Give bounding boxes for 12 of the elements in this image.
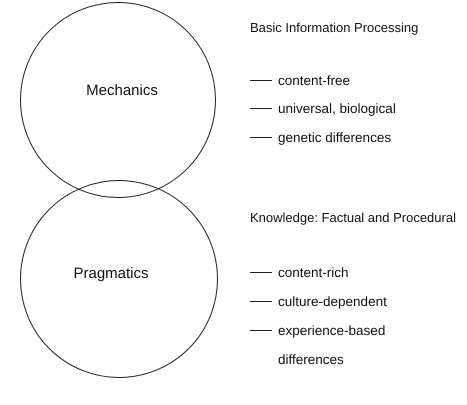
circle [20, 2, 216, 198]
circle-label: Mechanics [86, 82, 158, 98]
list-item: content-free [278, 72, 352, 90]
circle-label: Pragmatics [73, 264, 149, 282]
list-item: universal, biological [278, 100, 397, 118]
list-item: culture-dependent [278, 293, 388, 311]
list-item: genetic differences [278, 129, 392, 147]
circle [20, 180, 218, 378]
heading: Basic Information Processing [250, 20, 420, 36]
heading: Knowledge: Factual and Procedural [250, 210, 457, 226]
list-item: content-rich [278, 264, 350, 282]
list-item: experience-based differences [278, 322, 386, 369]
